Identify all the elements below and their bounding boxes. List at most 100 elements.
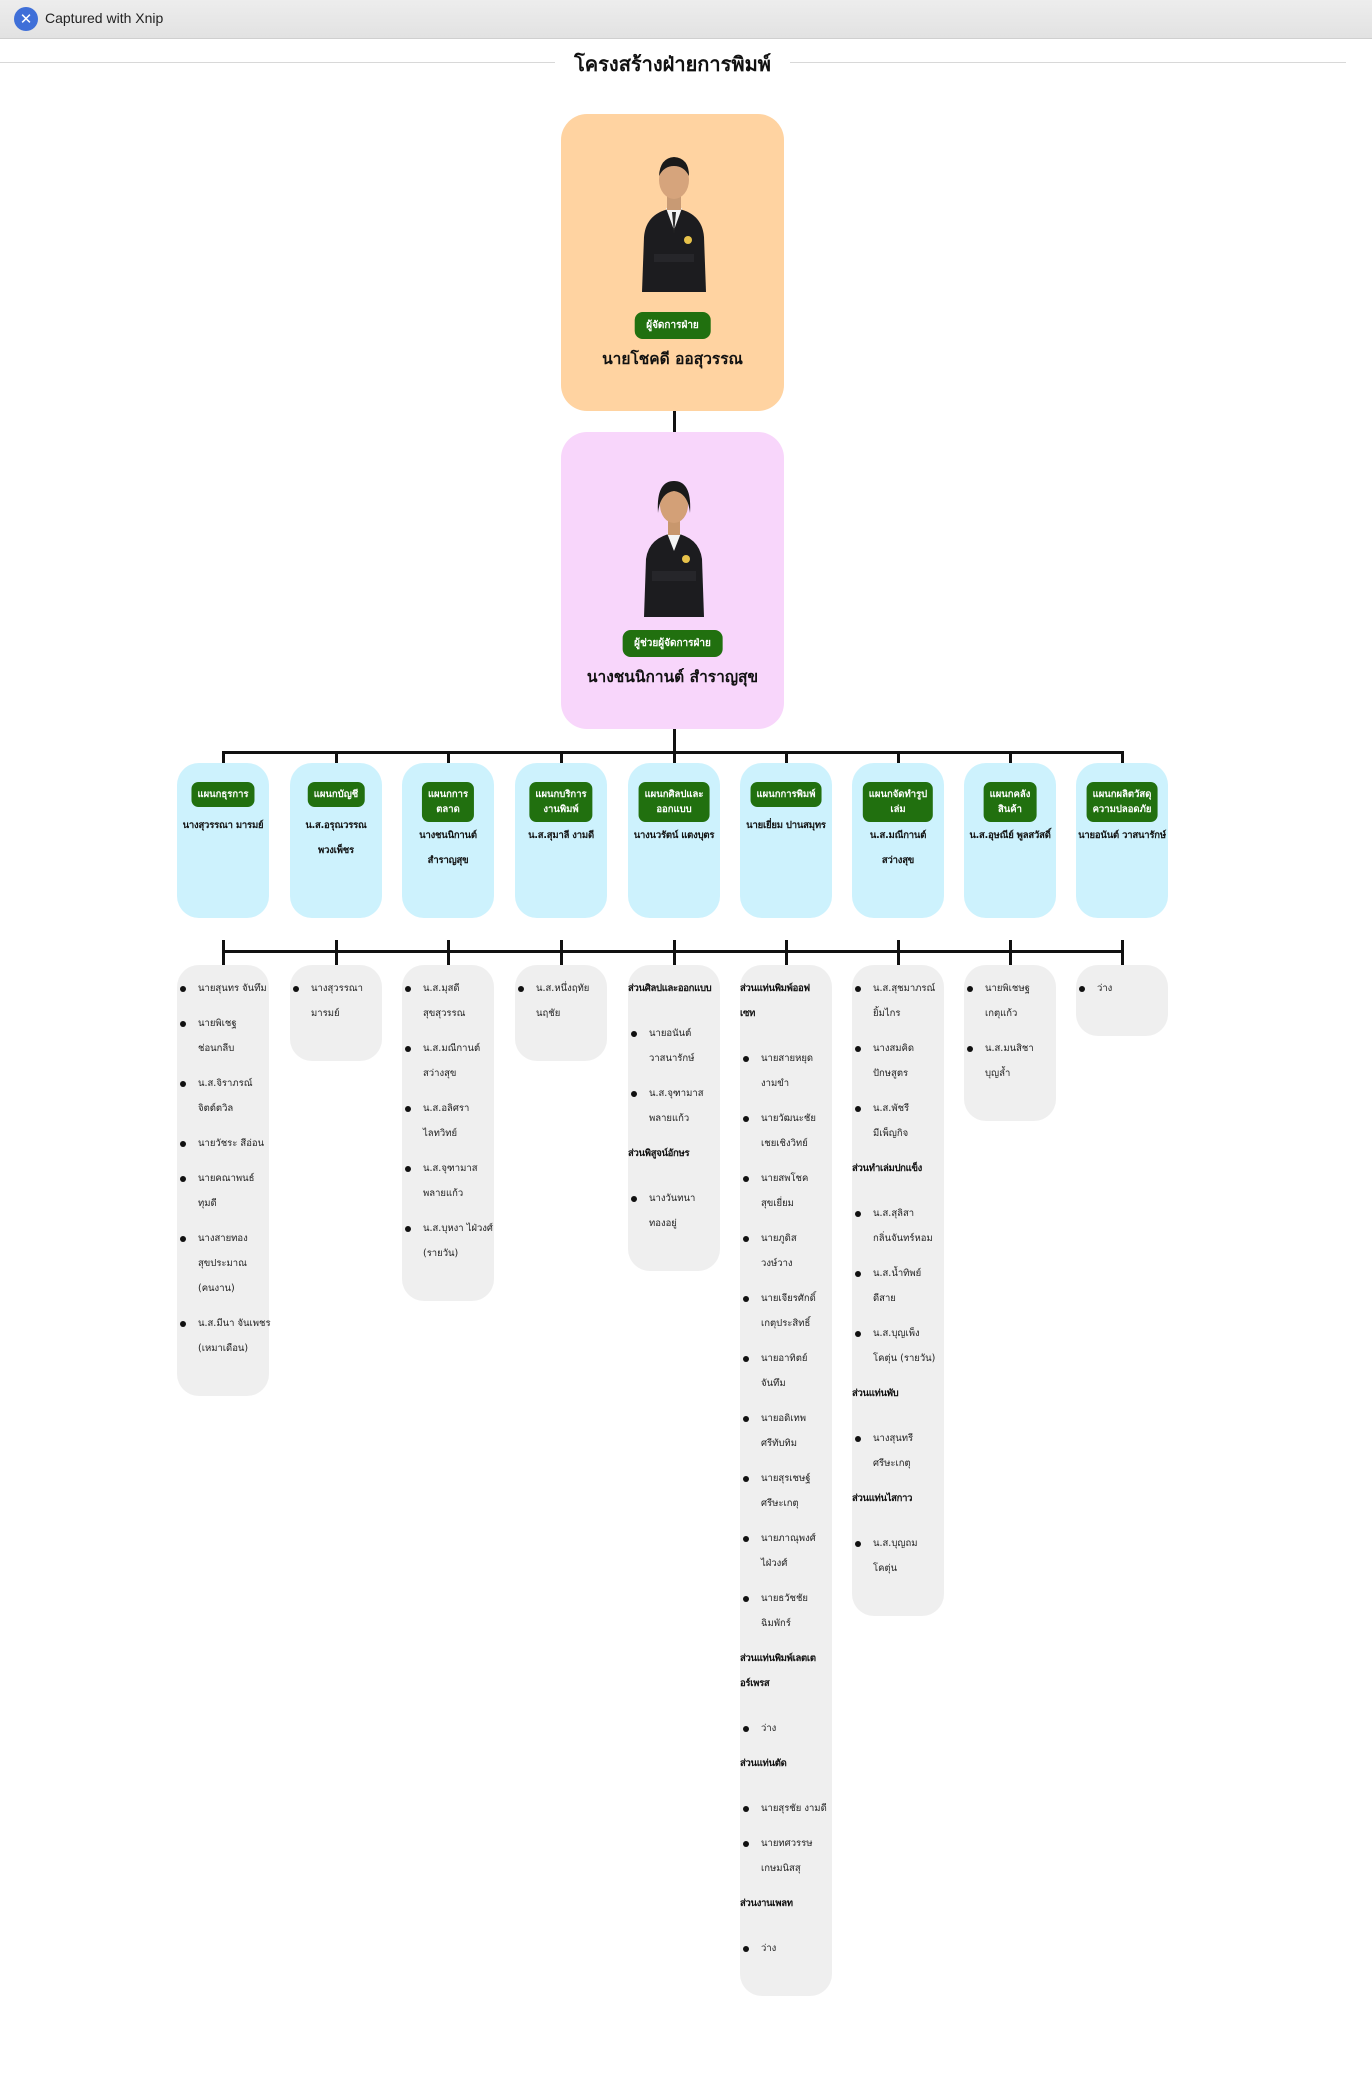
connector-drop-staff bbox=[335, 940, 338, 966]
bullet-icon bbox=[180, 1321, 186, 1327]
staff-member-item: นายอนันต์ วาสนารักษ์ bbox=[649, 1028, 695, 1064]
connector-drop-staff bbox=[222, 940, 225, 966]
staff-member-item: นายเจียรศักดิ์ เกตุประสิทธิ์ bbox=[761, 1293, 816, 1329]
bullet-icon bbox=[631, 1031, 637, 1037]
department-label-badge: แผนกการ ตลาด bbox=[421, 782, 475, 822]
title-divider-right bbox=[790, 62, 1346, 63]
bullet-icon bbox=[180, 1141, 186, 1147]
department-label-badge: แผนกการพิมพ์ bbox=[750, 782, 822, 807]
assistant-manager-photo bbox=[644, 481, 704, 617]
connector-manager-assistant bbox=[673, 411, 676, 432]
bullet-icon bbox=[743, 1356, 749, 1362]
staff-member-item: นายพิเชฐ ช่อนกลีบ bbox=[198, 1018, 237, 1054]
bullet-icon bbox=[855, 1331, 861, 1337]
department-head-name: น.ส.มณีกานต์ สว่างสุข bbox=[869, 830, 927, 866]
department-card: แผนกการพิมพ์นายเยี่ยม ปานสมุทร bbox=[740, 763, 832, 918]
staff-member-item: น.ส.บุญเพ็ง โคตุ่น (รายวัน) bbox=[873, 1328, 936, 1364]
connector-drop-staff bbox=[897, 940, 900, 966]
staff-member-item: ว่าง bbox=[761, 1723, 777, 1734]
staff-member-item: นายภาณุพงศ์ ไฝ่วงศ์ bbox=[761, 1533, 816, 1569]
staff-section-heading: ส่วนแท่นตัด bbox=[740, 1758, 787, 1769]
staff-list-card: นางสุวรรณา มารมย์ bbox=[290, 965, 382, 1061]
staff-list-card: นายพิเชษฐ เกตุแก้วน.ส.มนสิชา บุญล้ำ bbox=[964, 965, 1056, 1121]
bullet-icon bbox=[743, 1056, 749, 1062]
department-card: แผนกจัดทำรูป เล่มน.ส.มณีกานต์ สว่างสุข bbox=[852, 763, 944, 918]
xnip-logo-icon: ✕ bbox=[14, 7, 38, 31]
bullet-icon bbox=[518, 986, 524, 992]
department-card: แผนกธุรการนางสุวรรณา มารมย์ bbox=[177, 763, 269, 918]
staff-member-item: นายวัชระ สีอ่อน bbox=[198, 1138, 265, 1149]
staff-section-heading: ส่วนแท่นไสกาว bbox=[852, 1493, 913, 1504]
department-label-badge: แผนกคลัง สินค้า bbox=[983, 782, 1037, 822]
bullet-icon bbox=[1079, 986, 1085, 992]
bullet-icon bbox=[405, 1166, 411, 1172]
bullet-icon bbox=[743, 1116, 749, 1122]
assistant-manager-card: ผู้ช่วยผู้จัดการฝ่าย นางชนนิกานต์ สำราญส… bbox=[561, 432, 784, 729]
department-head-name: นางนวรัตน์ แตงบุตร bbox=[633, 830, 715, 841]
staff-member-item: นางสุนทรี ศรีษะเกตุ bbox=[873, 1433, 914, 1469]
staff-member-item: น.ส.อลิศรา ไลทวิทย์ bbox=[423, 1103, 470, 1139]
connector-drop-dept bbox=[897, 751, 900, 764]
bullet-icon bbox=[743, 1596, 749, 1602]
bullet-icon bbox=[743, 1841, 749, 1847]
staff-list-card: ว่าง bbox=[1076, 965, 1168, 1036]
connector-drop-dept bbox=[335, 751, 338, 764]
manager-card: ผู้จัดการฝ่าย นายโชคดี ออสุวรรณ bbox=[561, 114, 784, 411]
staff-member-item: น.ส.มนสิชา บุญล้ำ bbox=[985, 1043, 1034, 1079]
connector-drop-dept bbox=[222, 751, 225, 764]
page-header: โครงสร้างฝ่ายการพิมพ์ bbox=[0, 48, 1372, 78]
staff-section-heading: ส่วนศิลปและออกแบบ bbox=[628, 983, 712, 994]
staff-member-item: นายสายหยุด งามขำ bbox=[761, 1053, 814, 1089]
bullet-icon bbox=[405, 986, 411, 992]
bullet-icon bbox=[855, 1106, 861, 1112]
staff-member-item: น.ส.สุลิสา กลิ่นจันทร์หอม bbox=[873, 1208, 933, 1244]
staff-section-heading: ส่วนทำเล่มปกแข็ง bbox=[852, 1163, 922, 1174]
staff-list-card: น.ส.หนึ่งฤทัย นฤชัย bbox=[515, 965, 607, 1061]
staff-list-card: นายสุนทร จันทึมนายพิเชฐ ช่อนกลีบน.ส.จิรา… bbox=[177, 965, 271, 1396]
staff-member-item: น.ส.สุชมาภรณ์ ยิ้มไกร bbox=[873, 983, 936, 1019]
staff-section-heading: ส่วนแท่นพับ bbox=[852, 1388, 899, 1399]
connector-drop-dept bbox=[785, 751, 788, 764]
bullet-icon bbox=[855, 1436, 861, 1442]
department-head-name: นายอนันต์ วาสนารักษ์ bbox=[1078, 830, 1166, 841]
staff-member-item: น.ส.หนึ่งฤทัย นฤชัย bbox=[536, 983, 590, 1019]
staff-member-item: นางวันทนา ทองอยู่ bbox=[649, 1193, 696, 1229]
connector-drop-dept bbox=[1121, 751, 1124, 764]
department-label-badge: แผนกศิลปและ ออกแบบ bbox=[638, 782, 710, 822]
staff-member-item: นางสมคิด ปักษสูตร bbox=[873, 1043, 915, 1079]
bullet-icon bbox=[855, 1541, 861, 1547]
capture-title-bar: ✕ Captured with Xnip bbox=[0, 0, 1372, 39]
department-head-name: นางสุวรรณา มารมย์ bbox=[182, 820, 264, 831]
connector-drop-staff bbox=[673, 940, 676, 966]
bullet-icon bbox=[743, 1176, 749, 1182]
staff-member-item: น.ส.มีนา จันเพชร (เหมาเดือน) bbox=[198, 1318, 271, 1354]
staff-member-item: นายภูดิส วงษ์วาง bbox=[761, 1233, 797, 1269]
bullet-icon bbox=[180, 1081, 186, 1087]
bullet-icon bbox=[743, 1946, 749, 1952]
staff-list-card: น.ส.สุชมาภรณ์ ยิ้มไกรนางสมคิด ปักษสูตรน.… bbox=[852, 965, 944, 1616]
bullet-icon bbox=[631, 1196, 637, 1202]
connector-drop-dept bbox=[673, 751, 676, 764]
staff-member-item: นายธวัชชัย ฉิมพักร์ bbox=[761, 1593, 808, 1629]
department-head-name: น.ส.สุมาลี งามดี bbox=[528, 830, 594, 841]
department-card: แผนกคลัง สินค้าน.ส.อุษณีย์ พูลสวัสดิ์ bbox=[964, 763, 1056, 918]
staff-member-item: ว่าง bbox=[1097, 983, 1113, 994]
assistant-manager-role-badge: ผู้ช่วยผู้จัดการฝ่าย bbox=[622, 630, 723, 657]
staff-list-card: ส่วนแท่นพิมพ์ออฟ เซทนายสายหยุด งามขำนายว… bbox=[740, 965, 832, 1996]
connector-drop-staff bbox=[1009, 940, 1012, 966]
staff-member-item: นายสุนทร จันทึม bbox=[198, 983, 267, 994]
bullet-icon bbox=[967, 986, 973, 992]
connector-drop-staff bbox=[560, 940, 563, 966]
connector-dept-bus-top bbox=[222, 751, 1123, 754]
bullet-icon bbox=[180, 1176, 186, 1182]
department-label-badge: แผนกจัดทำรูป เล่ม bbox=[862, 782, 934, 822]
bullet-icon bbox=[405, 1106, 411, 1112]
staff-member-item: น.ส.จิราภรณ์ จิตต์ตวิล bbox=[198, 1078, 253, 1114]
staff-member-item: นางสายทอง สุขประมาณ (คนงาน) bbox=[198, 1233, 248, 1294]
bullet-icon bbox=[743, 1476, 749, 1482]
staff-member-item: น.ส.บุหงา ไฝ่วงศ์ (รายวัน) bbox=[423, 1223, 493, 1259]
bullet-icon bbox=[855, 1046, 861, 1052]
staff-member-item: นางสุวรรณา มารมย์ bbox=[311, 983, 363, 1019]
staff-member-item: น.ส.บุญถม โคตุ่น bbox=[873, 1538, 918, 1574]
staff-member-item: นายพิเชษฐ เกตุแก้ว bbox=[985, 983, 1030, 1019]
